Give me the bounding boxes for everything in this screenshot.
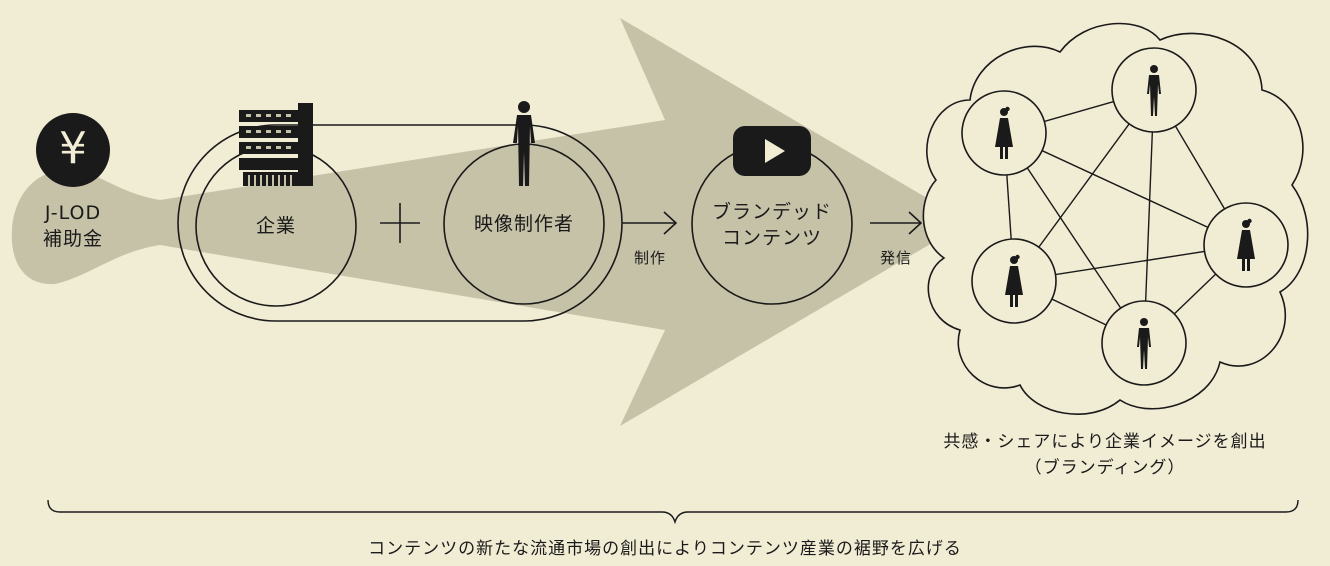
- produce-arrow-icon: [622, 211, 678, 235]
- man-icon: [1147, 65, 1161, 116]
- woman-icon: [995, 106, 1013, 159]
- bottom-summary: コンテンツの新たな流通市場の創出によりコンテンツ産業の裾野を広げる: [368, 539, 962, 559]
- content-label-line2: コンテンツ: [721, 227, 822, 249]
- content-label: ブランデッド コンテンツ: [702, 199, 842, 251]
- yen-coin-icon: [36, 113, 110, 187]
- publish-label: 発信: [879, 249, 912, 267]
- company-label: 企業: [255, 215, 296, 237]
- produce-label: 制作: [633, 249, 666, 267]
- flow-arrow: [11, 18, 968, 426]
- subsidy-label-line1: J-LOD: [44, 202, 102, 224]
- content-label-line1: ブランデッド: [711, 201, 832, 223]
- woman-icon: [1237, 218, 1255, 271]
- yen-symbol: ¥: [59, 123, 87, 174]
- video-play-icon: [733, 126, 811, 176]
- creator-person-icon: [513, 101, 535, 186]
- subsidy-label-line2: 補助金: [42, 228, 103, 250]
- result-caption-line1: 共感・シェアにより企業イメージを創出: [943, 432, 1267, 452]
- subsidy-label: J-LOD 補助金: [18, 200, 128, 252]
- creator-label: 映像制作者: [473, 213, 574, 235]
- result-caption-line2: （ブランディング）: [1024, 458, 1186, 478]
- building-icon: [239, 103, 313, 186]
- man-icon: [1137, 318, 1151, 369]
- summary-brace: [47, 499, 1299, 525]
- woman-icon: [1005, 254, 1023, 307]
- plus-icon: [380, 203, 420, 243]
- publish-arrow-icon: [870, 211, 923, 235]
- result-caption: 共感・シェアにより企業イメージを創出 （ブランディング）: [915, 429, 1295, 481]
